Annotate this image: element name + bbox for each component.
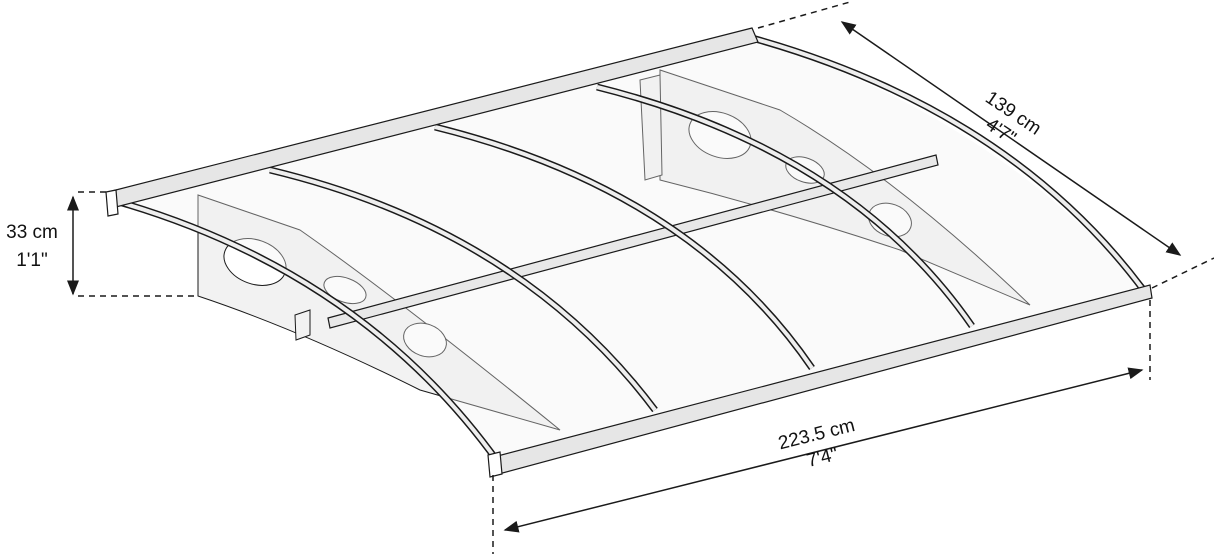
- depth-dimension-arrow: [840, 21, 1182, 256]
- extension-lines: [78, 1, 1214, 554]
- width-imperial-label: 7'4": [805, 444, 841, 472]
- back-rail: [105, 27, 759, 217]
- width-dimension-arrow: [503, 367, 1144, 533]
- height-imperial-label: 1'1": [16, 250, 48, 271]
- height-metric-label: 33 cm: [6, 222, 58, 243]
